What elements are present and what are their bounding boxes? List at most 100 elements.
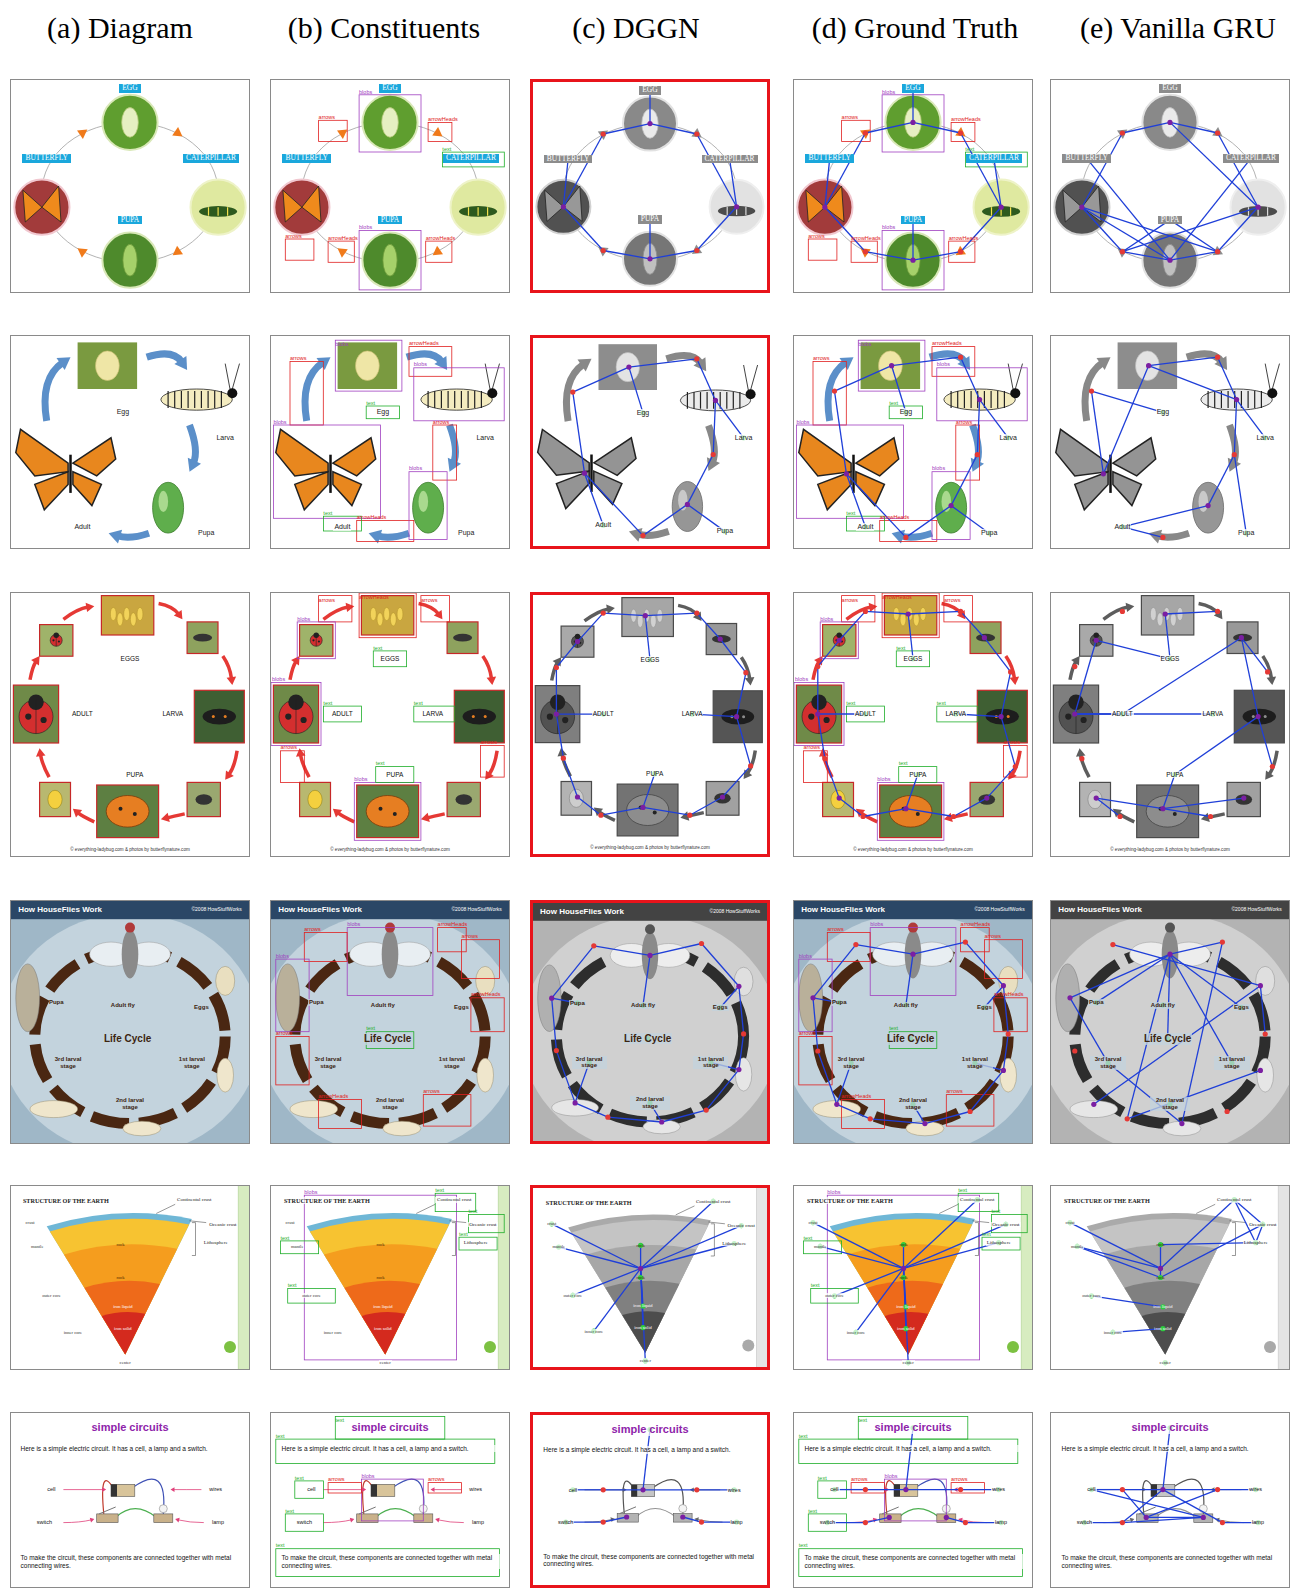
figure-polygon xyxy=(1097,357,1111,370)
diagram-text: lamp xyxy=(1251,1519,1265,1525)
figure-polygon xyxy=(869,603,878,612)
figure-ellipse xyxy=(476,966,495,995)
figure-line xyxy=(1122,638,1241,714)
figure-rect xyxy=(1051,1186,1289,1369)
overlay-caption: blobs xyxy=(820,616,833,622)
figure-circle xyxy=(1094,796,1099,801)
diagram-text: EGGS xyxy=(640,656,661,663)
diagram-text: PUPA xyxy=(908,771,927,778)
figure-line xyxy=(645,613,697,616)
figure-path xyxy=(178,1520,204,1523)
figure-rect xyxy=(357,520,414,541)
overlay-caption: blobs xyxy=(361,1473,374,1479)
figure-line xyxy=(904,1224,1006,1268)
figure-line xyxy=(603,613,645,616)
figure-line xyxy=(468,391,469,408)
overlay-caption: blobs xyxy=(882,224,895,230)
figure-line xyxy=(975,1222,979,1223)
figure-circle xyxy=(554,1048,559,1053)
overlay-caption: text xyxy=(335,1417,344,1423)
figure-polygon xyxy=(1265,770,1274,779)
figure-ellipse xyxy=(356,351,380,381)
diagram-text: Eggs xyxy=(453,1004,470,1011)
diagram-text: rock xyxy=(899,1242,907,1247)
figure-polygon xyxy=(73,472,102,506)
figure-rect xyxy=(794,80,1032,292)
figure-circle xyxy=(1225,1109,1230,1114)
figure-path xyxy=(190,425,196,463)
overlay-caption: arrows xyxy=(423,1088,440,1094)
figure-ellipse xyxy=(390,613,396,626)
diagram-text: ADULT xyxy=(1111,710,1134,717)
figure-rect xyxy=(808,239,837,260)
figure-path xyxy=(1118,813,1135,822)
figure-line xyxy=(1094,986,1261,1105)
figure-ellipse xyxy=(642,932,658,980)
figure-circle xyxy=(1241,796,1246,801)
figure-line xyxy=(706,392,707,409)
overlay-caption: arrows xyxy=(827,926,844,932)
figure-line xyxy=(739,392,740,409)
overlay-caption: text xyxy=(414,700,423,706)
figure-line xyxy=(714,1224,715,1256)
diagram-panel: EggLarvaPupaAdult xyxy=(1050,335,1290,549)
figure-line xyxy=(751,365,758,390)
overlay-caption: blobs xyxy=(884,1473,897,1479)
diagram-text: lamp xyxy=(994,1519,1008,1525)
diagram-panel: EGGBUTTERFLYCATERPILLARPUPAblobsarrowsar… xyxy=(793,79,1033,293)
figure-line xyxy=(961,357,980,399)
diagram-panel: EggLarvaPupaAdultblobsarrowsarrowHeadsar… xyxy=(793,335,1033,549)
figure-circle xyxy=(1072,711,1077,716)
figure-line xyxy=(925,1112,970,1124)
overlay-caption: text xyxy=(376,760,385,766)
diagram-text: Larva xyxy=(998,434,1018,442)
diagram-text: cell xyxy=(306,1486,316,1492)
figure-ellipse xyxy=(366,796,409,828)
figure-rect xyxy=(271,1413,509,1587)
figure-rect xyxy=(273,425,380,518)
figure-polygon xyxy=(350,1518,355,1523)
overlay-caption: text xyxy=(281,1235,290,1241)
figure-circle xyxy=(734,714,739,719)
diagram-text: STRUCTURE OF THE EARTH xyxy=(1063,1197,1151,1204)
figure-line xyxy=(99,1507,116,1514)
figure-circle xyxy=(647,953,652,958)
figure-line xyxy=(939,1204,958,1213)
figure-rect xyxy=(447,622,478,654)
diagram-text: © everything-ladybug.com & photos by but… xyxy=(589,845,711,850)
figure-line xyxy=(946,1517,965,1522)
figure-line xyxy=(837,1104,870,1119)
relation-graph xyxy=(533,595,767,854)
figure-ellipse xyxy=(533,915,767,1141)
figure-ellipse xyxy=(651,614,657,627)
figure-ellipse xyxy=(637,614,643,627)
figure-rect xyxy=(357,785,419,838)
figure-rect xyxy=(319,1099,362,1128)
figure-polygon xyxy=(1071,656,1080,665)
diagram-text: outer core xyxy=(563,1293,584,1298)
figure-circle xyxy=(1059,700,1093,734)
figure-ellipse xyxy=(308,790,322,808)
figure-line xyxy=(1070,1223,1161,1269)
figure-circle xyxy=(1258,1068,1263,1073)
figure-path xyxy=(585,1245,696,1353)
overlay-caption: text xyxy=(459,1231,468,1237)
figure-line xyxy=(1161,1243,1256,1245)
figure-line xyxy=(1092,1490,1204,1518)
figure-rect xyxy=(951,1483,984,1493)
figure-polygon xyxy=(175,1518,180,1523)
overlay-caption: arrows xyxy=(304,926,321,932)
figure-line xyxy=(573,367,629,392)
diagram-text: center xyxy=(902,1360,915,1365)
figure-rect xyxy=(498,1186,509,1369)
diagram-text: 1st larval stage xyxy=(957,1056,992,1070)
diagram-text: iron solid xyxy=(374,1326,391,1331)
diagram-text: iron liquid xyxy=(1153,1304,1172,1309)
diagram-text: rock xyxy=(116,1275,124,1280)
diagram-panel: simple circuitsHere is a simple electric… xyxy=(1050,1412,1290,1588)
overlay-caption: arrows xyxy=(984,933,1001,939)
overlay-caption: text xyxy=(808,1508,817,1514)
figure-rect xyxy=(300,782,331,816)
figure-line xyxy=(643,504,687,535)
figure-line xyxy=(478,207,479,216)
